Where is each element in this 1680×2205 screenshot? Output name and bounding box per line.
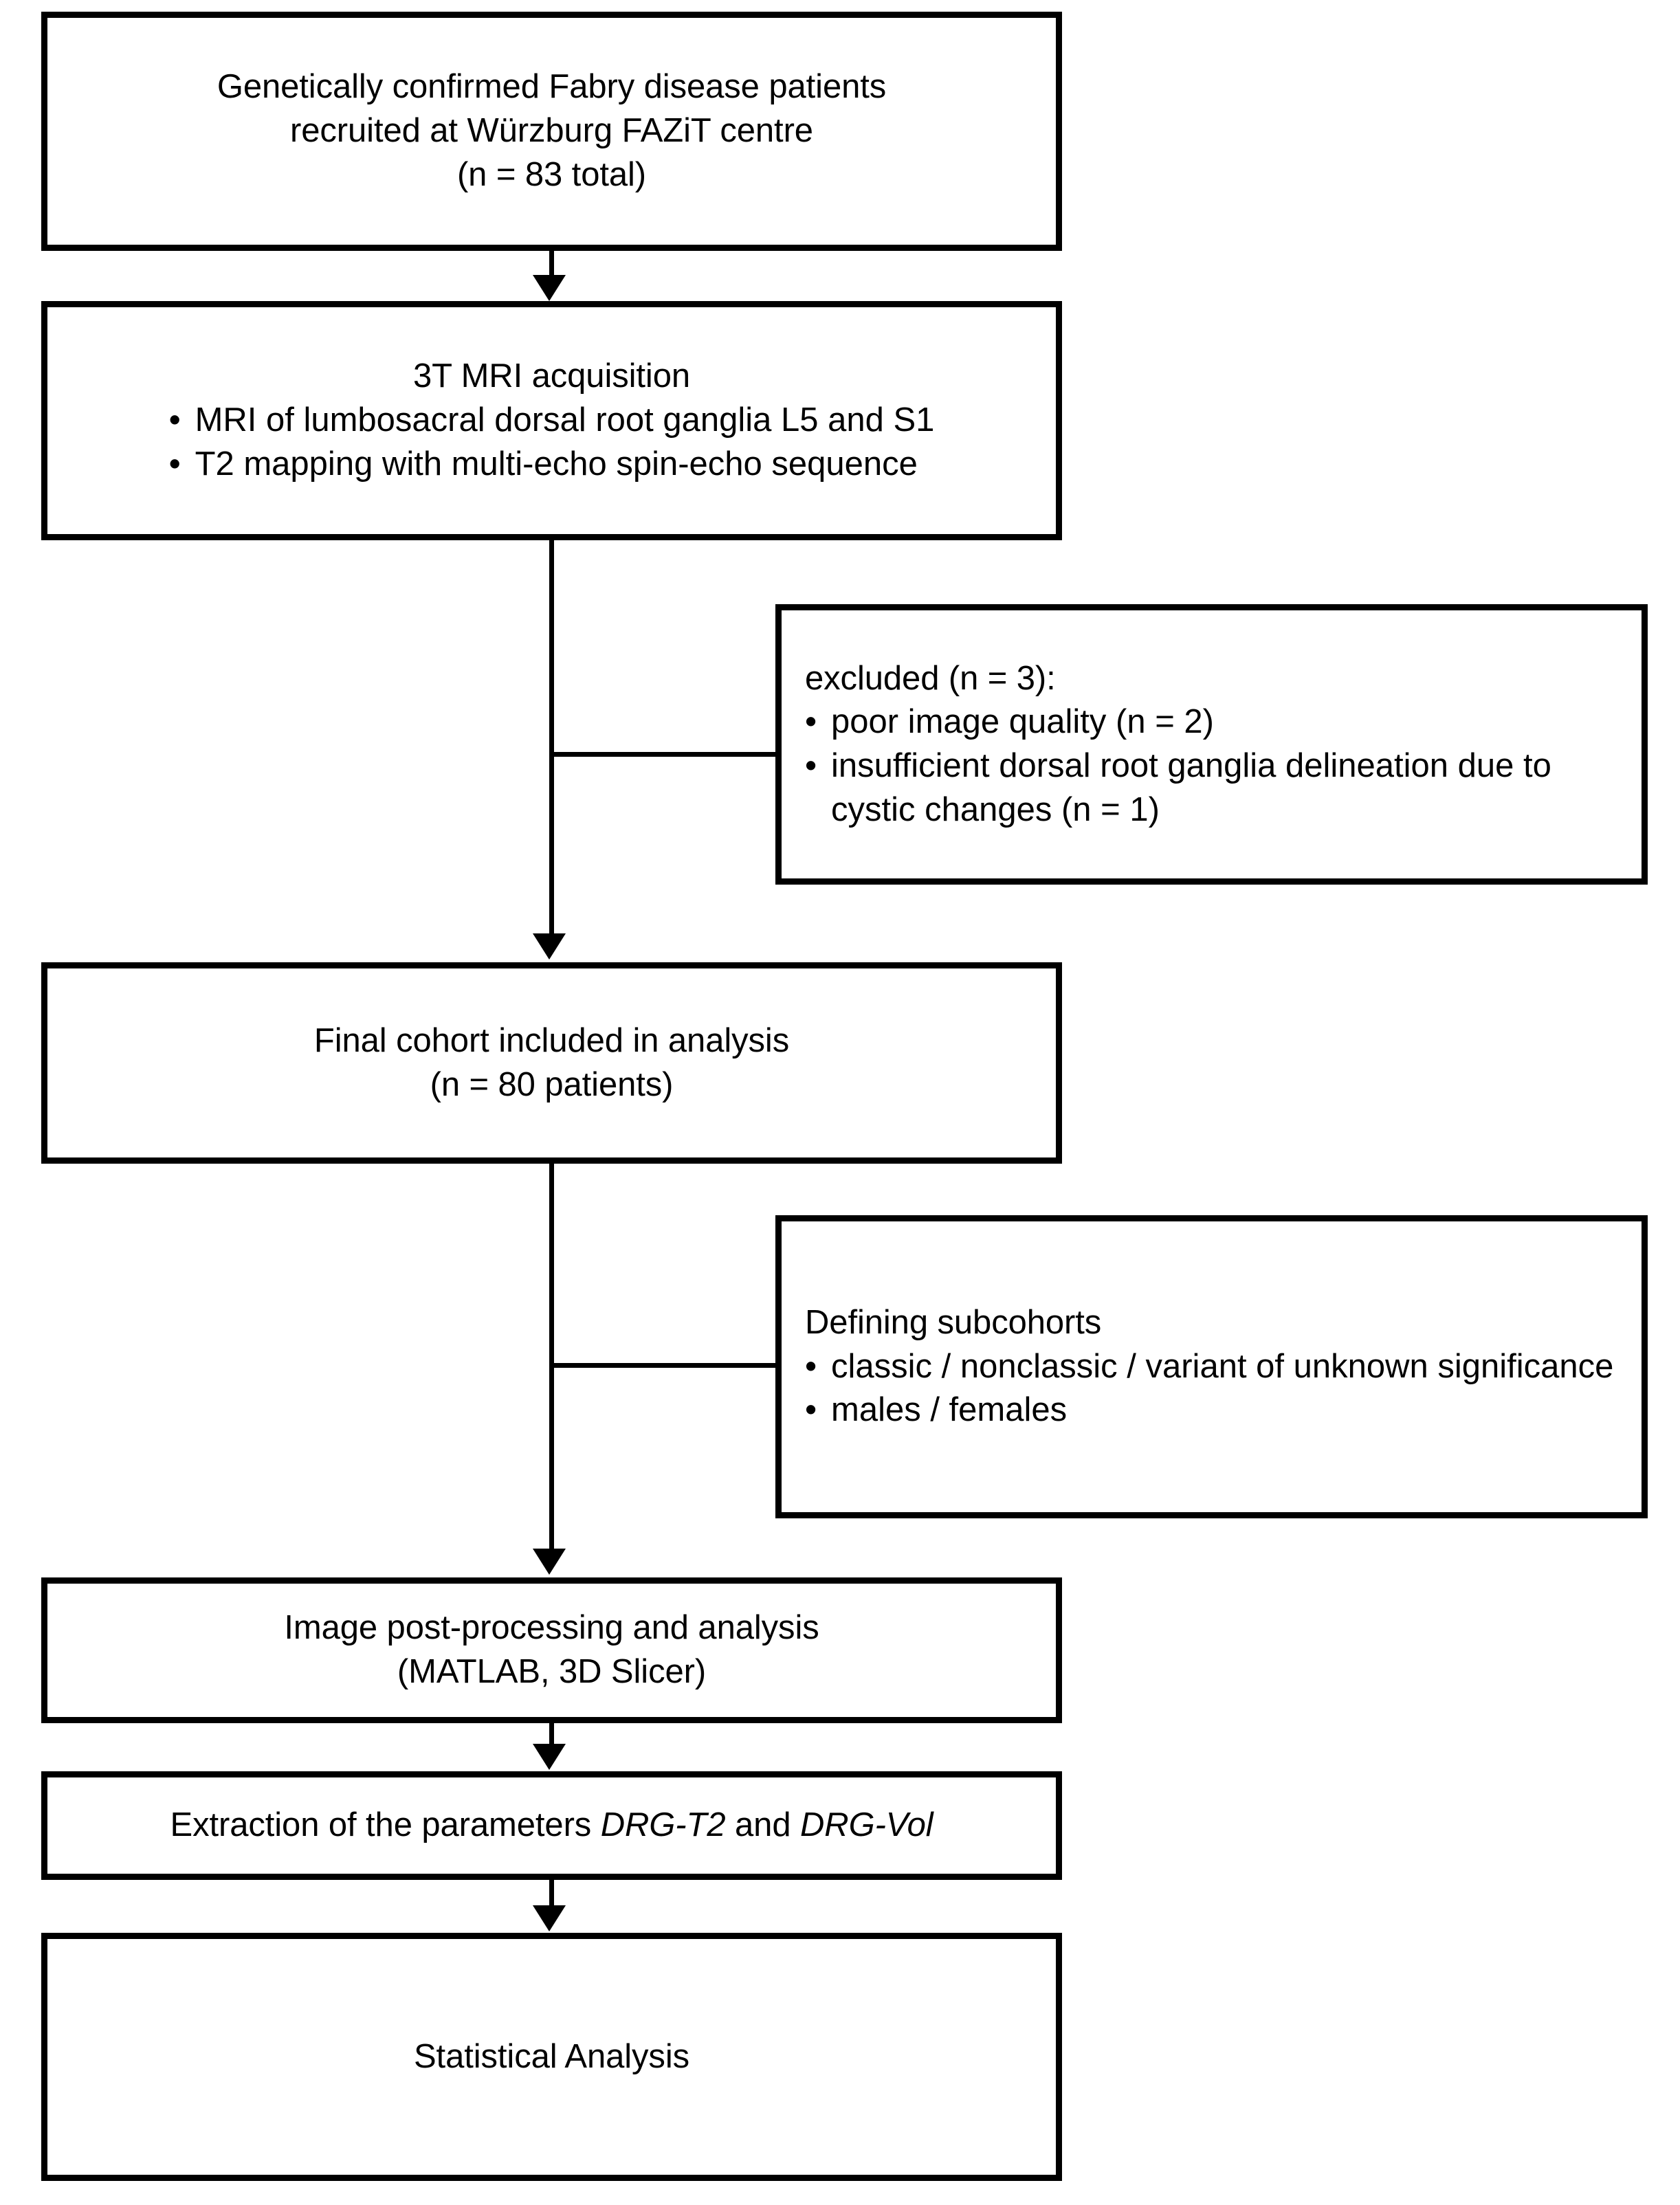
node-final-cohort-line-1: Final cohort included in analysis — [313, 1021, 790, 1059]
node-excluded: excluded (n = 3): poor image quality (n … — [775, 604, 1648, 885]
node-excluded-bullets: poor image quality (n = 2) insufficient … — [805, 700, 1618, 832]
extraction-prefix: Extraction of the parameters — [170, 1806, 601, 1844]
node-statistical-analysis: Statistical Analysis — [41, 1933, 1062, 2181]
node-final-cohort-body: Final cohort included in analysis (n = 8… — [294, 1019, 810, 1107]
connector-recruitment-to-mri-arrowhead-icon — [533, 275, 566, 301]
list-item: males / females — [805, 1388, 1618, 1432]
node-excluded-body: excluded (n = 3): poor image quality (n … — [782, 657, 1642, 832]
node-mri-acquisition-heading: 3T MRI acquisition — [412, 357, 691, 395]
node-mri-acquisition-body: 3T MRI acquisition MRI of lumbosacral do… — [148, 355, 955, 486]
node-parameter-extraction-body: Extraction of the parameters DRG-T2 and … — [149, 1804, 953, 1848]
connector-postprocessing-to-extraction-arrowhead-icon — [533, 1744, 566, 1770]
node-recruitment-line-3: (n = 83 total) — [456, 155, 647, 193]
connector-postprocessing-to-extraction-stem — [549, 1723, 554, 1748]
connector-recruitment-to-mri-stem — [549, 251, 554, 279]
node-image-postprocessing: Image post-processing and analysis (MATL… — [41, 1577, 1062, 1723]
node-recruitment: Genetically confirmed Fabry disease pati… — [41, 12, 1062, 251]
connector-extraction-to-statistics-arrowhead-icon — [533, 1905, 566, 1931]
list-item: insufficient dorsal root ganglia delinea… — [805, 744, 1618, 832]
node-defining-subcohorts-heading: Defining subcohorts — [805, 1303, 1102, 1341]
node-statistical-analysis-body: Statistical Analysis — [393, 2035, 710, 2079]
node-excluded-heading: excluded (n = 3): — [805, 659, 1056, 697]
node-final-cohort: Final cohort included in analysis (n = 8… — [41, 962, 1062, 1164]
node-defining-subcohorts: Defining subcohorts classic / nonclassic… — [775, 1215, 1648, 1518]
node-final-cohort-line-2: (n = 80 patients) — [430, 1065, 674, 1103]
node-statistical-analysis-line: Statistical Analysis — [413, 2037, 690, 2075]
extraction-conjunction: and — [725, 1806, 800, 1844]
node-image-postprocessing-line-2: (MATLAB, 3D Slicer) — [397, 1653, 707, 1690]
node-recruitment-body: Genetically confirmed Fabry disease pati… — [197, 65, 907, 197]
node-parameter-extraction: Extraction of the parameters DRG-T2 and … — [41, 1771, 1062, 1880]
node-recruitment-line-1: Genetically confirmed Fabry disease pati… — [217, 68, 887, 106]
connector-mri-to-excluded-branch — [549, 752, 776, 757]
connector-extraction-to-statistics-stem — [549, 1880, 554, 1909]
extraction-parameter-drg-t2: DRG-T2 — [600, 1806, 726, 1844]
list-item: MRI of lumbosacral dorsal root ganglia L… — [169, 399, 935, 443]
connector-cohort-to-postprocessing-arrowhead-icon — [533, 1549, 566, 1575]
list-item: classic / nonclassic / variant of unknow… — [805, 1345, 1618, 1389]
node-mri-acquisition: 3T MRI acquisition MRI of lumbosacral do… — [41, 301, 1062, 540]
connector-mri-to-cohort-arrowhead-icon — [533, 933, 566, 960]
node-mri-acquisition-bullets: MRI of lumbosacral dorsal root ganglia L… — [169, 399, 935, 486]
list-item: T2 mapping with multi-echo spin-echo seq… — [169, 443, 935, 487]
node-defining-subcohorts-bullets: classic / nonclassic / variant of unknow… — [805, 1345, 1618, 1432]
connector-cohort-to-postprocessing-stem — [549, 1164, 554, 1551]
connector-cohort-to-subcohorts-branch — [549, 1363, 776, 1368]
node-image-postprocessing-line-1: Image post-processing and analysis — [284, 1609, 819, 1647]
extraction-parameter-drg-vol: DRG-Vol — [800, 1806, 933, 1844]
node-image-postprocessing-body: Image post-processing and analysis (MATL… — [263, 1606, 839, 1694]
node-defining-subcohorts-body: Defining subcohorts classic / nonclassic… — [782, 1301, 1642, 1432]
node-parameter-extraction-line: Extraction of the parameters DRG-T2 and … — [170, 1804, 933, 1848]
list-item: poor image quality (n = 2) — [805, 700, 1618, 744]
connector-mri-to-cohort-stem — [549, 540, 554, 936]
node-recruitment-line-2: recruited at Würzburg FAZiT centre — [290, 112, 813, 150]
